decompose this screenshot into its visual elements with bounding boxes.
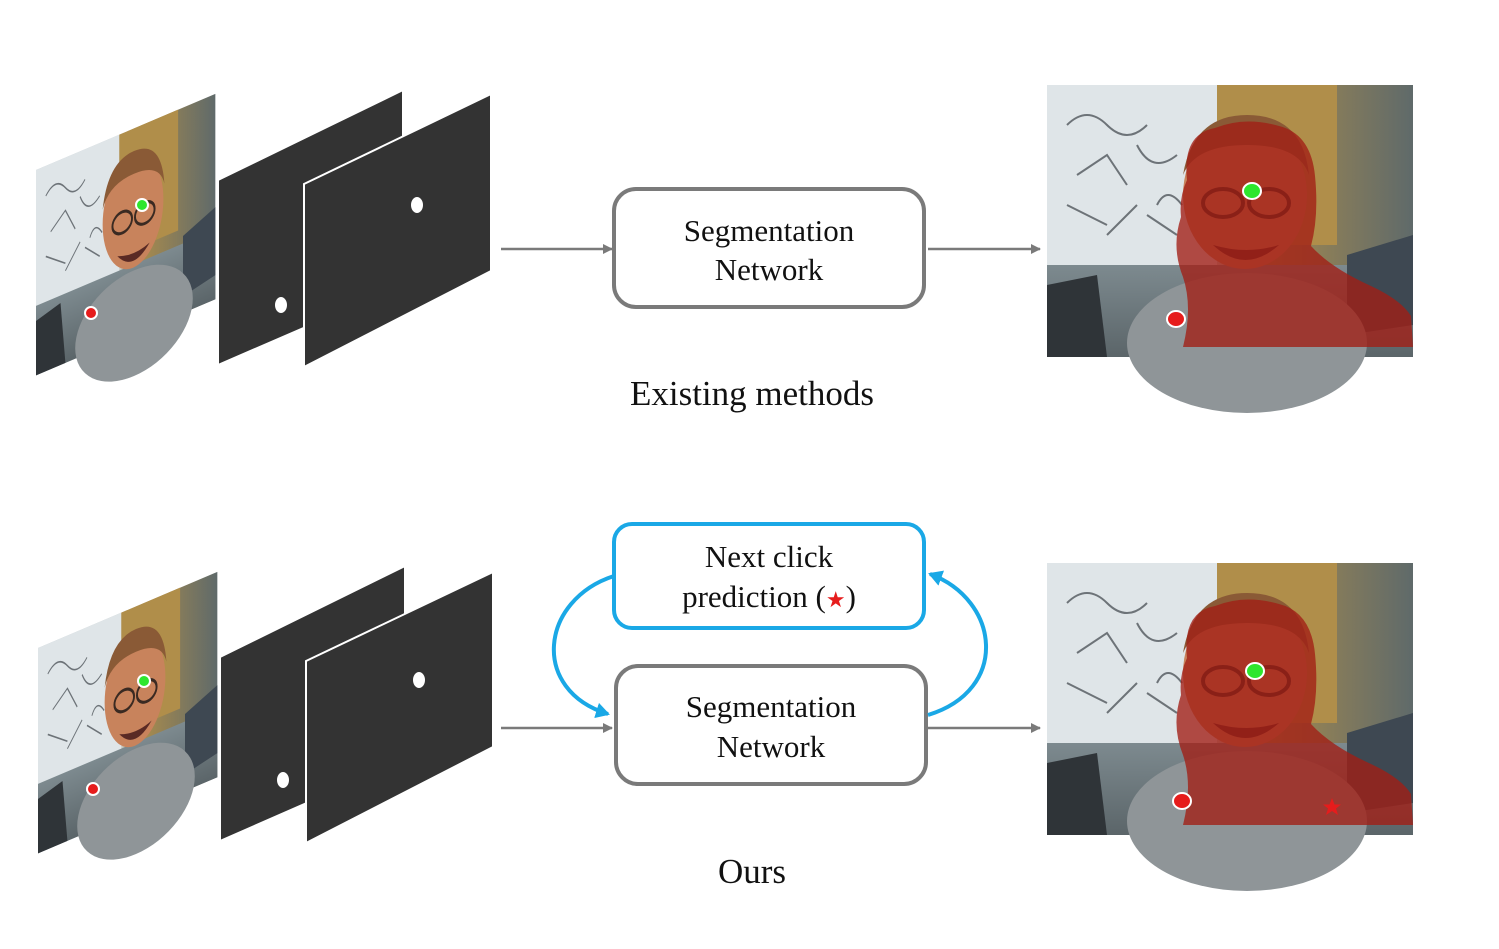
bottom-seg-box-line2: Network bbox=[717, 729, 826, 764]
top-input-image bbox=[34, 92, 217, 420]
pred-box-line2-suffix: ) bbox=[846, 579, 856, 614]
top-result-negative-click bbox=[1166, 310, 1186, 328]
bottom-input-negative-click bbox=[86, 782, 100, 796]
loop-arrow-right bbox=[927, 570, 988, 717]
top-input-stack bbox=[34, 88, 492, 420]
top-click-map-2 bbox=[303, 92, 492, 369]
bottom-result-positive-click bbox=[1245, 662, 1265, 680]
bottom-segmentation-network-box: Segmentation Network bbox=[614, 664, 928, 786]
bottom-result-image bbox=[1047, 563, 1413, 891]
top-click-map-1-dot bbox=[275, 297, 287, 313]
bottom-seg-box-line1: Segmentation bbox=[686, 689, 857, 724]
top-caption: Existing methods bbox=[630, 374, 874, 413]
top-segmentation-network-box: Segmentation Network bbox=[612, 187, 926, 309]
pred-box-line1: Next click bbox=[705, 539, 834, 574]
bottom-input-positive-click bbox=[137, 674, 151, 688]
bottom-result-negative-click bbox=[1172, 792, 1192, 810]
bottom-input-stack bbox=[36, 564, 494, 898]
pred-box-line2: prediction (★) bbox=[682, 579, 856, 614]
star-icon: ★ bbox=[826, 588, 846, 613]
top-result-positive-click bbox=[1242, 182, 1262, 200]
loop-arrow-left bbox=[552, 574, 615, 719]
bottom-result-predicted-star-icon bbox=[1323, 798, 1341, 815]
pred-box-line2-prefix: prediction ( bbox=[682, 579, 826, 614]
bottom-input-image bbox=[36, 570, 219, 898]
bottom-click-map-2 bbox=[305, 570, 494, 845]
top-result-image bbox=[1047, 85, 1413, 413]
top-input-positive-click bbox=[135, 198, 149, 212]
top-click-map-2-dot bbox=[411, 197, 423, 213]
top-input-negative-click bbox=[84, 306, 98, 320]
bottom-click-map-1-dot bbox=[277, 772, 289, 788]
top-seg-box-line2: Network bbox=[715, 252, 824, 287]
bottom-caption: Ours bbox=[718, 852, 786, 891]
next-click-prediction-box: Next click prediction (★) bbox=[612, 522, 926, 630]
bottom-click-map-2-dot bbox=[413, 672, 425, 688]
top-seg-box-line1: Segmentation bbox=[684, 213, 855, 248]
